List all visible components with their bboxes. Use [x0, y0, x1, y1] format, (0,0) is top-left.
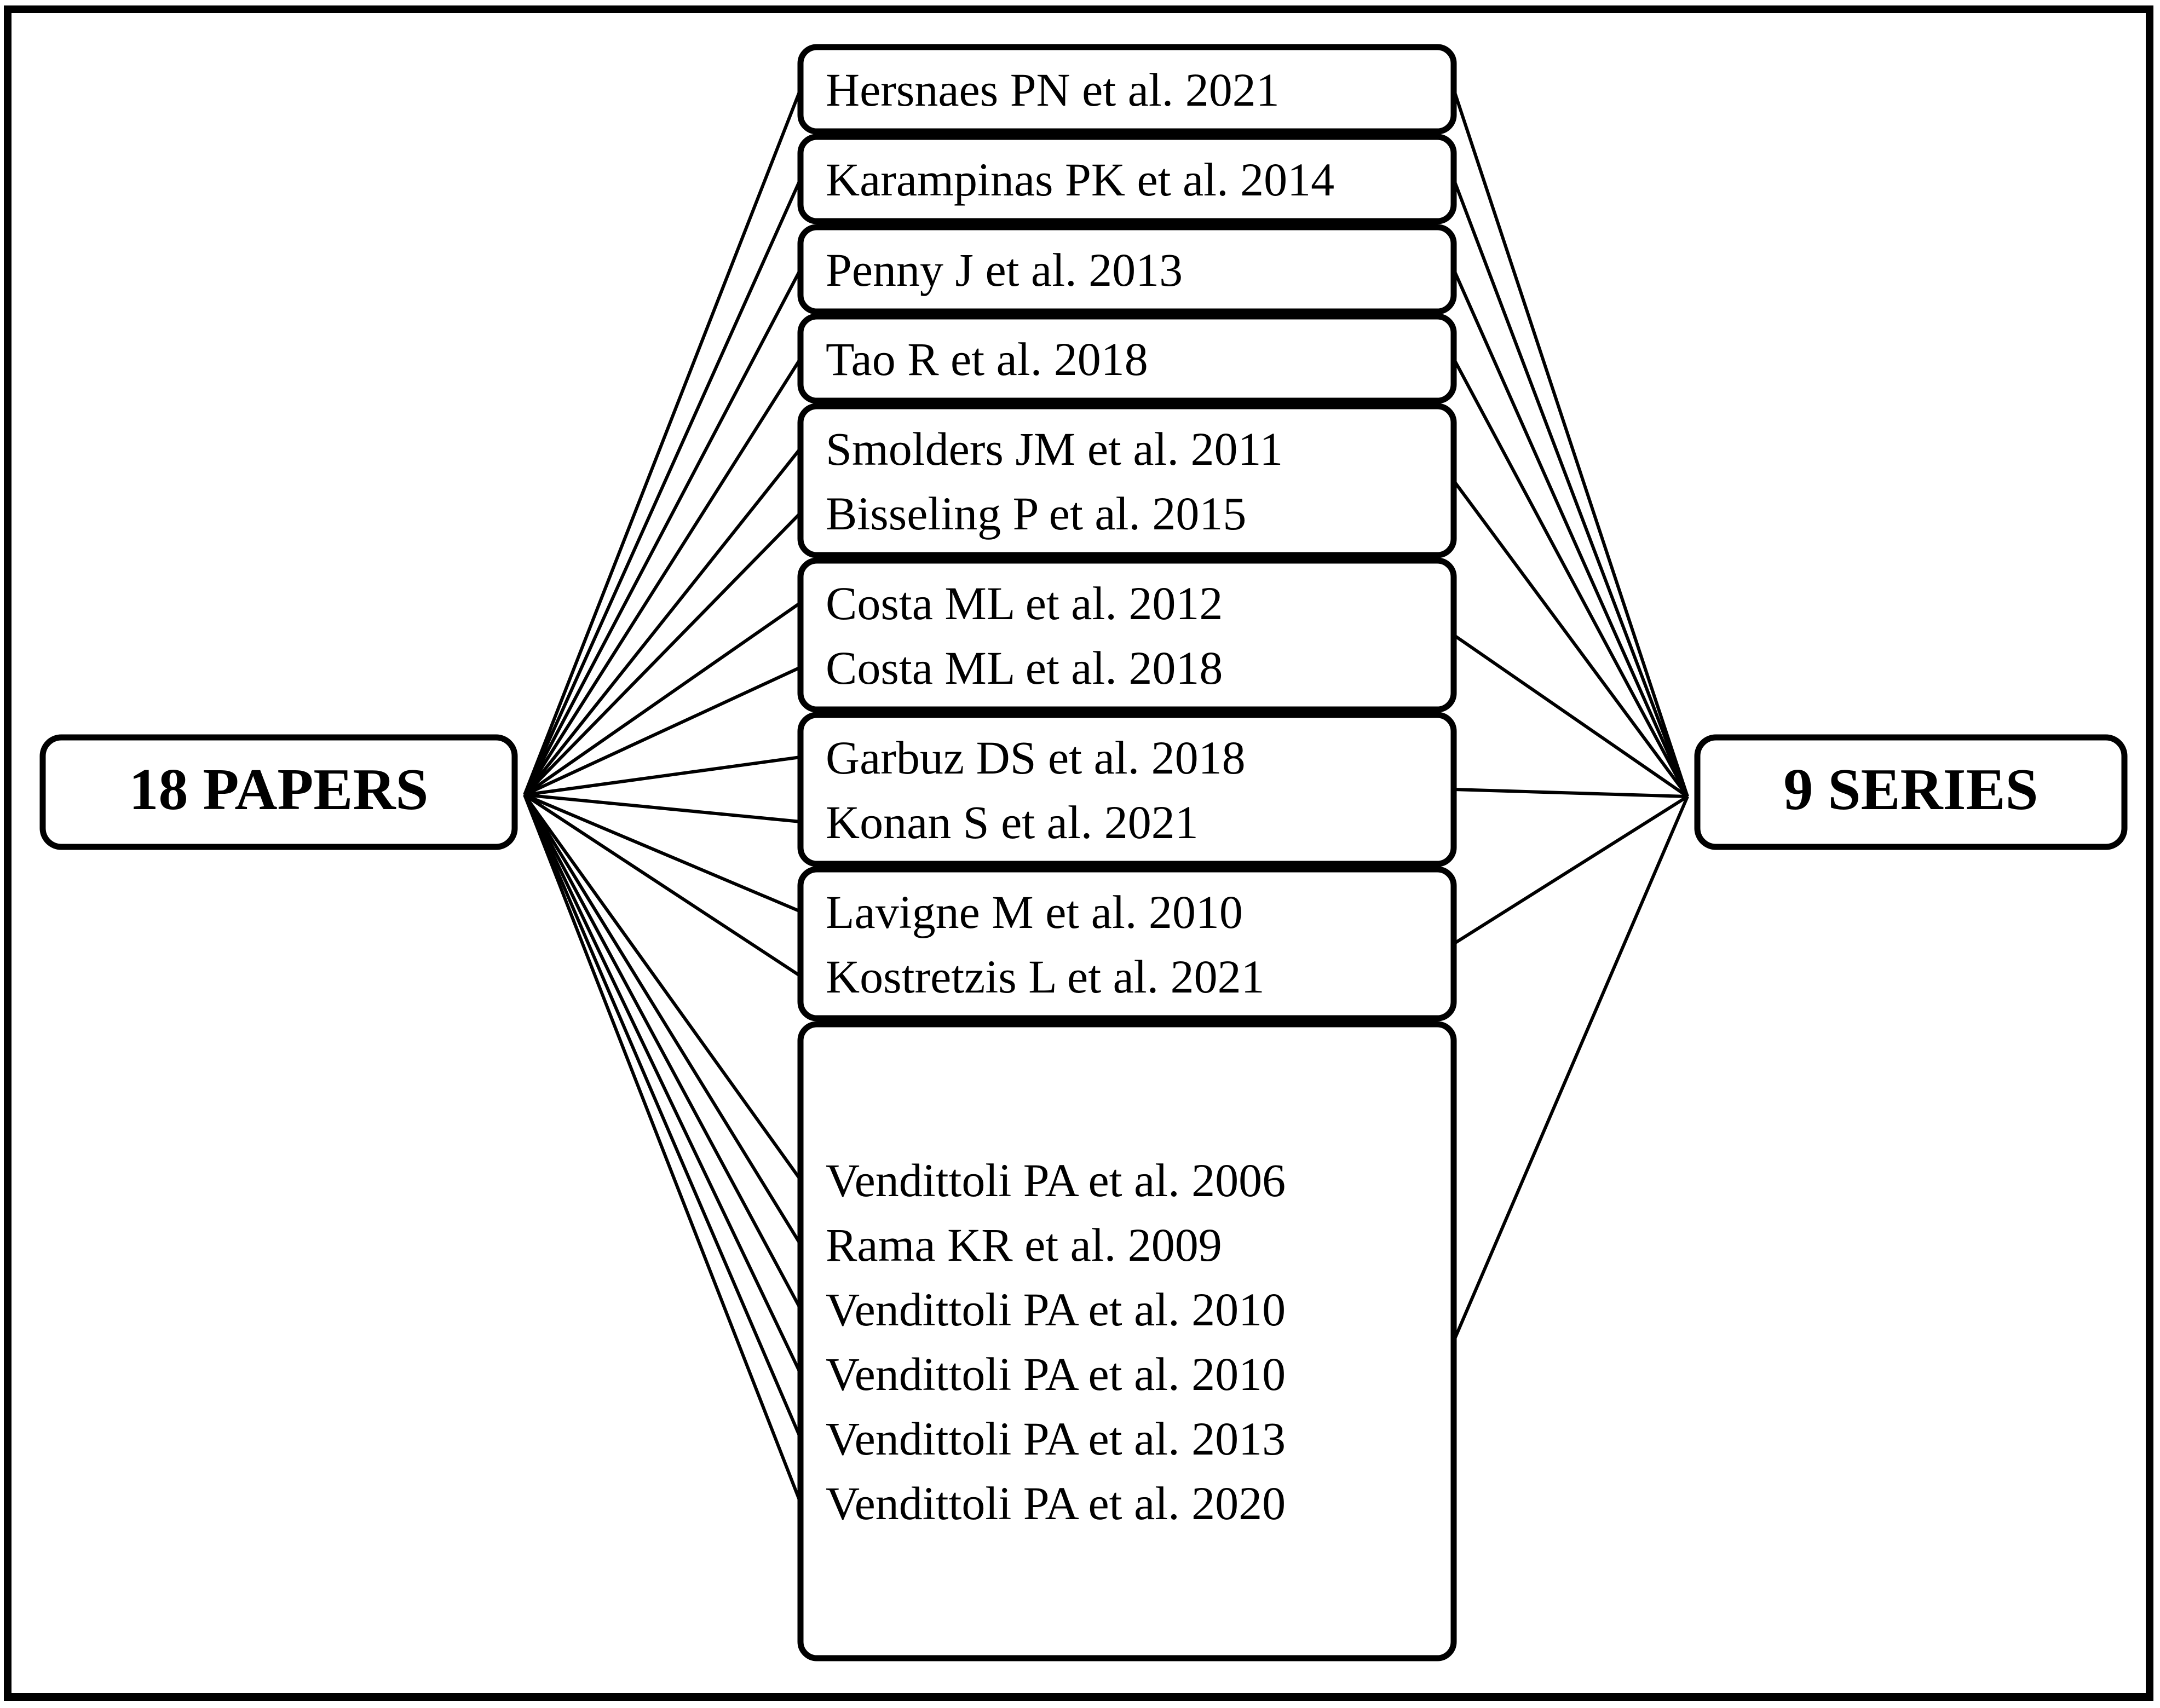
paper-reference: Vendittoli PA et al. 2020 [826, 1477, 1286, 1530]
paper-reference: Tao R et al. 2018 [826, 333, 1148, 385]
edge-paper-to-group [523, 794, 802, 1504]
left-node-box [39, 734, 518, 850]
node-18-papers[interactable]: 18 PAPERS [39, 734, 518, 850]
edge-paper-to-group [523, 794, 802, 1310]
paper-reference: Vendittoli PA et al. 2010 [826, 1348, 1286, 1400]
paper-reference: Costa ML et al. 2018 [826, 642, 1223, 694]
paper-reference: Costa ML et al. 2012 [826, 577, 1223, 630]
edges-papers-to-groups [523, 88, 802, 1504]
edge-group-to-series [1453, 795, 1689, 945]
edge-group-to-series [1453, 633, 1689, 798]
group-box[interactable] [797, 403, 1457, 558]
paper-reference: Bisseling P et al. 2015 [826, 487, 1246, 540]
group-box[interactable] [797, 712, 1457, 867]
paper-reference: Hersnaes PN et al. 2021 [826, 64, 1280, 116]
right-node-box [1694, 734, 2128, 850]
edge-paper-to-group [523, 794, 802, 1181]
group-box[interactable] [797, 866, 1457, 1022]
group-box[interactable] [797, 557, 1457, 713]
left-node-label: 18 PAPERS [129, 757, 428, 822]
edge-paper-to-group [524, 793, 801, 823]
paper-reference: Vendittoli PA et al. 2006 [826, 1154, 1286, 1207]
edge-paper-to-group [523, 357, 802, 796]
group-box[interactable] [797, 313, 1457, 404]
paper-reference: Konan S et al. 2021 [826, 796, 1199, 849]
group-box[interactable] [797, 1021, 1457, 1661]
group-box[interactable] [797, 224, 1457, 315]
edge-paper-to-group [523, 794, 802, 1439]
group-boxes [797, 44, 1457, 1661]
paper-reference: Karampinas PK et al. 2014 [826, 153, 1334, 206]
paper-reference: Rama KR et al. 2009 [826, 1219, 1222, 1271]
edge-group-to-series [1453, 788, 1688, 798]
edge-group-to-series [1452, 357, 1689, 798]
paper-reference: Garbuz DS et al. 2018 [826, 731, 1246, 784]
paper-reference: Kostretzis L et al. 2021 [826, 950, 1265, 1003]
right-node-label: 9 SERIES [1783, 757, 2038, 822]
edge-paper-to-group [523, 794, 802, 1375]
edge-paper-to-group [523, 666, 802, 797]
node-9-series[interactable]: 9 SERIES [1694, 734, 2128, 850]
edge-group-to-series [1452, 480, 1689, 798]
paper-reference: Lavigne M et al. 2010 [826, 886, 1243, 938]
edge-paper-to-group [523, 511, 802, 797]
paper-reference: Vendittoli PA et al. 2013 [826, 1412, 1286, 1465]
group-box[interactable] [797, 44, 1457, 135]
edge-paper-to-group [523, 268, 802, 796]
edge-paper-to-group [523, 794, 802, 1245]
edge-group-to-series [1452, 268, 1689, 798]
edge-paper-to-group [523, 447, 802, 796]
edge-group-to-series [1452, 795, 1689, 1342]
edge-group-to-series [1452, 178, 1689, 798]
edge-paper-to-group [524, 755, 801, 797]
edge-paper-to-group [523, 88, 802, 796]
edges-groups-to-series [1452, 89, 1689, 1342]
edge-paper-to-group [523, 178, 802, 796]
paper-reference: Vendittoli PA et al. 2010 [826, 1283, 1286, 1336]
edge-paper-to-group [523, 793, 802, 978]
edge-paper-to-group [523, 601, 802, 797]
paper-reference: Smolders JM et al. 2011 [826, 423, 1283, 475]
edge-paper-to-group [523, 793, 802, 913]
outer-frame [4, 5, 2153, 1701]
group-box[interactable] [797, 134, 1457, 224]
edge-group-to-series [1452, 89, 1689, 797]
paper-reference: Penny J et al. 2013 [826, 244, 1183, 296]
